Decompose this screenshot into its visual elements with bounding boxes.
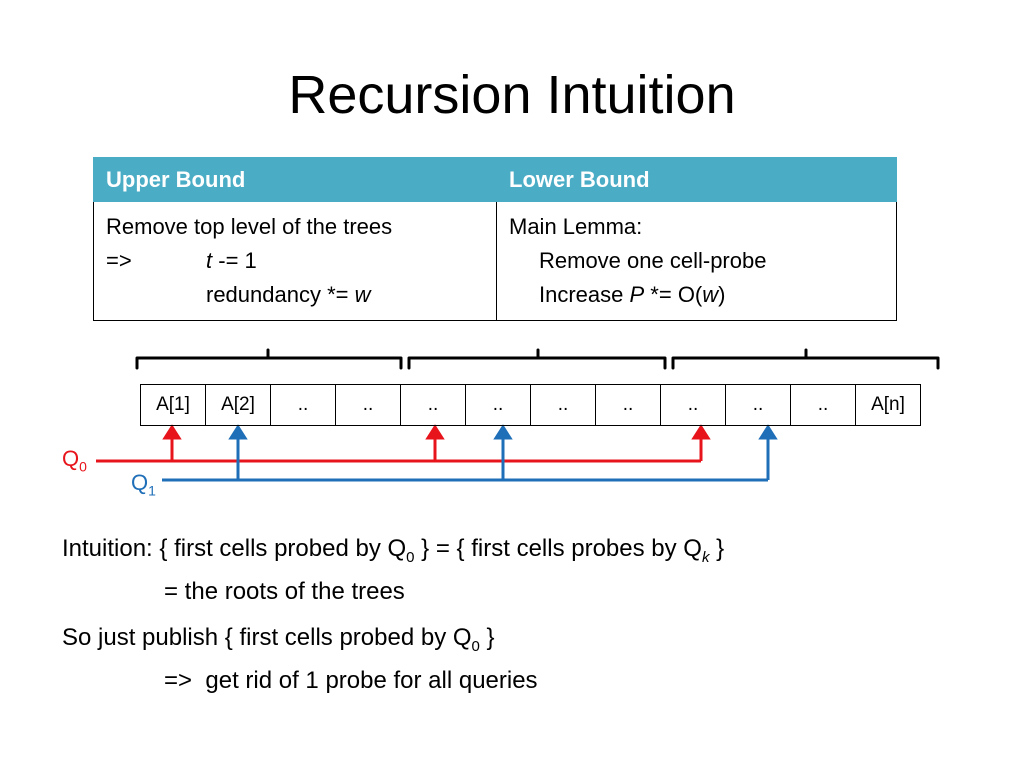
header-lower-bound: Lower Bound (496, 157, 897, 202)
var-t: t (206, 248, 213, 273)
lower-line-2: Remove one cell-probe (539, 248, 767, 273)
intuition-sub-k-var: k (701, 548, 710, 566)
intuition-line-1: Intuition: { first cells probed by Q0 } … (62, 532, 724, 575)
brace-1 (135, 348, 403, 370)
array-cell: A[n] (855, 384, 921, 426)
array-cell: .. (595, 384, 661, 426)
memory-array: A[1] A[2] .. .. .. .. .. .. .. .. .. A[n… (140, 384, 921, 426)
publish-line-2: => get rid of 1 probe for all queries (164, 666, 538, 694)
lower-line-3: Increase P *= O(w) (509, 278, 884, 312)
intuition-sub-0: 0 (406, 548, 415, 566)
array-cell: .. (660, 384, 726, 426)
publish-sub-0: 0 (471, 637, 480, 655)
q1-sub: 1 (148, 482, 156, 499)
var-p: P (629, 282, 645, 307)
brace-3 (671, 348, 940, 370)
slide-title: Recursion Intuition (288, 65, 736, 125)
intuition-line-2: = the roots of the trees (164, 577, 405, 605)
q0-sub: 0 (79, 458, 87, 475)
publish-text: So just publish { first cells probed by … (62, 621, 538, 698)
q1-probe-lines (162, 424, 778, 482)
publish-part-a: So just publish { first cells probed by … (62, 624, 472, 651)
array-row: A[1] A[2] .. .. .. .. .. .. .. .. .. A[n… (140, 384, 921, 426)
intuition-text: Intuition: { first cells probed by Q0 } … (62, 532, 724, 609)
array-cell: A[2] (205, 384, 271, 426)
upper-line-3-text: redundancy *= (206, 282, 355, 307)
lower-line-3-a: Increase (539, 282, 630, 307)
upper-line-3: redundancy *= w (106, 278, 484, 312)
brace-2 (407, 348, 667, 370)
var-w2: w (702, 282, 719, 307)
q0-letter: Q (62, 446, 80, 471)
q0-label: Q0 (62, 446, 87, 474)
array-cell: A[1] (140, 384, 206, 426)
intuition-part-b: } = { first cells probes by Q (414, 535, 702, 562)
q1-letter: Q (131, 470, 149, 495)
lower-line-1: Main Lemma: (509, 214, 643, 239)
intuition-part-c: } (709, 535, 725, 562)
publish-line-1: So just publish { first cells probed by … (62, 621, 538, 664)
publish-part-b: } (479, 624, 495, 651)
upper-bound-cell: Remove top level of the trees => t -= 1 r… (93, 201, 497, 321)
intuition-sub-k: k (702, 549, 710, 566)
array-cell: .. (270, 384, 336, 426)
lower-bound-cell: Main Lemma: Remove one cell-probe Increa… (496, 201, 897, 321)
q1-label: Q1 (131, 470, 156, 498)
array-cell: .. (530, 384, 596, 426)
array-cell: .. (465, 384, 531, 426)
bounds-table: Upper Bound Lower Bound Remove top level… (93, 157, 897, 321)
q0-probe-lines (96, 424, 711, 463)
upper-line-1: Remove top level of the trees (106, 214, 393, 239)
array-cell: .. (725, 384, 791, 426)
intuition-part-a: Intuition: { first cells probed by Q (62, 535, 407, 562)
header-upper-bound: Upper Bound (93, 157, 497, 202)
var-w: w (354, 282, 371, 307)
upper-line-2: => t -= 1 (106, 244, 484, 278)
upper-line-2-rest: -= 1 (212, 248, 257, 273)
lower-line-3-c: ) (718, 282, 726, 307)
array-cell: .. (400, 384, 466, 426)
array-cell: .. (335, 384, 401, 426)
array-cell: .. (790, 384, 856, 426)
lower-line-3-b: *= O( (644, 282, 703, 307)
upper-arrow: => (106, 248, 132, 273)
